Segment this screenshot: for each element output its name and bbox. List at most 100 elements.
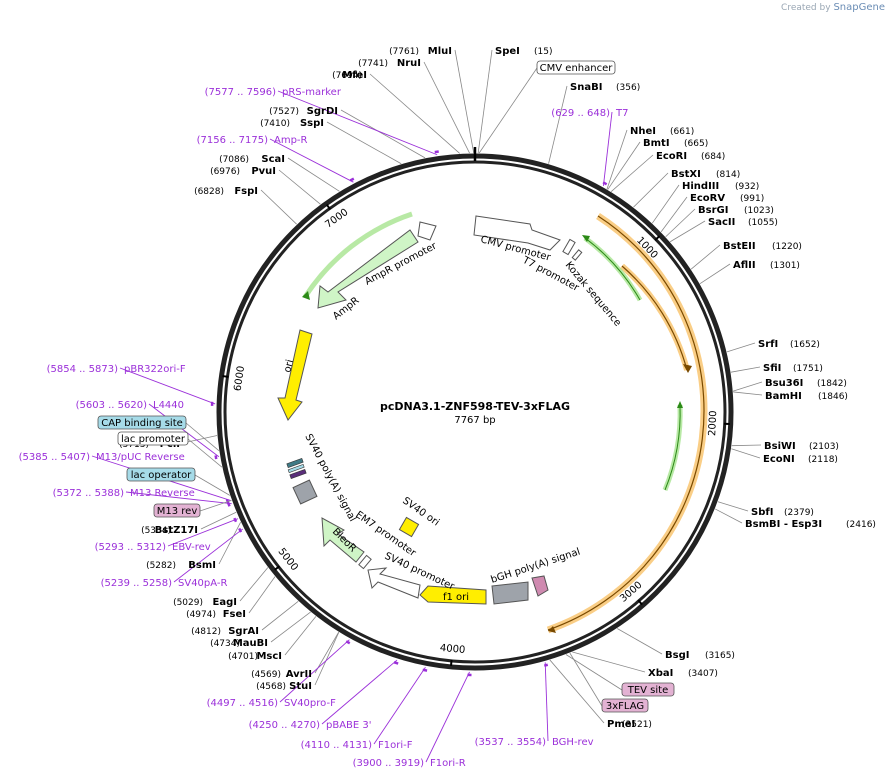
site-bamhi[interactable]: BamHI (765, 391, 802, 402)
site-fsei[interactable]: FseI (223, 609, 246, 620)
f1-ori-arrow[interactable] (419, 585, 487, 605)
site-nhei[interactable]: NheI (630, 126, 656, 137)
boxed-label-cmv-enhancer[interactable]: CMV enhancer (536, 60, 616, 75)
sv40-polya-box[interactable] (292, 479, 318, 505)
boxed-label-m13-rev[interactable]: M13 rev (153, 503, 201, 518)
ampr-promoter-arrow[interactable] (417, 221, 437, 241)
site-bmti[interactable]: BmtI (643, 138, 670, 149)
primer-binding-mark (349, 177, 355, 182)
site-avrii[interactable]: AvrII (286, 669, 312, 680)
site-scai[interactable]: ScaI (261, 154, 285, 165)
primer-sv40pa-r[interactable]: SV40pA-R (178, 578, 227, 589)
site-mlui[interactable]: MluI (428, 46, 452, 57)
site-bsiwi[interactable]: BsiWI (764, 441, 796, 452)
primer-pbr322ori-f[interactable]: pBR322ori-F (124, 364, 186, 375)
site-bstz17i[interactable]: BstZ17I (155, 525, 198, 536)
lac-feature-box-3[interactable] (289, 468, 307, 480)
orf-green-arc-2[interactable] (662, 404, 683, 491)
znf598-orf-arc-inner[interactable] (620, 263, 690, 371)
site-fspi[interactable]: FspI (234, 186, 258, 197)
boxed-label-tev-site[interactable]: TEV site (621, 682, 675, 697)
site-bsrgi[interactable]: BsrGI (698, 205, 728, 216)
primer-bgh-rev[interactable]: BGH-rev (552, 737, 594, 748)
site-ecorv[interactable]: EcoRV (690, 193, 725, 204)
primer-pbabe-3[interactable]: pBABE 3' (326, 720, 372, 731)
primer-m13-reverse[interactable]: M13 Reverse (130, 488, 195, 499)
primer-l4440[interactable]: L4440 (153, 400, 184, 411)
boxed-label-frame (126, 467, 196, 482)
site-bsmi[interactable]: BsmI (188, 560, 216, 571)
site-bstxi[interactable]: BstXI (671, 169, 701, 180)
site-leader-line (690, 244, 721, 270)
primer-leader-line (167, 518, 239, 547)
primer-position: (7156 .. 7175) (197, 135, 269, 146)
cmv-promoter-arrow[interactable] (473, 215, 561, 251)
primer-prs-marker[interactable]: pRS-marker (282, 87, 342, 98)
sv40-ori-box[interactable] (398, 516, 420, 538)
boxed-label-3xflag[interactable]: 3xFLAG (601, 698, 649, 713)
site-pvui[interactable]: PvuI (251, 166, 276, 177)
site-stui[interactable]: StuI (289, 681, 312, 692)
t7-promoter-box[interactable] (562, 238, 576, 256)
boxed-label-lac-promoter[interactable]: lac promoter (117, 431, 189, 446)
site-sgrdi[interactable]: SgrDI (307, 106, 338, 117)
site-eagi[interactable]: EagI (213, 597, 237, 608)
site-pmei[interactable]: PmeI (607, 719, 635, 730)
site-mfei[interactable]: MfeI (342, 70, 367, 81)
site-leader-line (607, 141, 641, 190)
bgh-polya-box[interactable] (491, 581, 529, 605)
boxed-label-lac-operator[interactable]: lac operator (126, 467, 196, 482)
site-bsgi[interactable]: BsgI (665, 650, 689, 661)
site-ecori[interactable]: EcoRI (656, 151, 687, 162)
site-srfi[interactable]: SrfI (758, 339, 778, 350)
site-bsmbi-esp3i[interactable]: BsmBI - Esp3I (745, 519, 822, 530)
site-position: (932) (735, 182, 759, 192)
site-xbai[interactable]: XbaI (648, 668, 673, 679)
primer-leader-line (425, 671, 470, 763)
primer-t7[interactable]: T7 (615, 108, 628, 119)
primer-m13-puc-reverse[interactable]: M13/pUC Reverse (96, 452, 185, 463)
znf598-orf-arc-inner-line (621, 265, 688, 371)
site-leader-line (699, 263, 731, 285)
site-leader-line (260, 189, 297, 225)
site-position: (814) (716, 170, 740, 180)
site-hindiii[interactable]: HindIII (682, 181, 719, 192)
site-sspi[interactable]: SspI (300, 118, 324, 129)
boxed-label-cap-binding-site[interactable]: CAP binding site (97, 415, 187, 430)
site-leader-line (218, 522, 241, 565)
lac-feature-box-1[interactable] (286, 457, 304, 469)
site-snabi[interactable]: SnaBI (570, 82, 602, 93)
site-position: (665) (684, 139, 708, 149)
bleor-arrow[interactable] (321, 517, 365, 563)
primer-ebv-rev[interactable]: EBV-rev (172, 542, 211, 553)
site-sacii[interactable]: SacII (708, 217, 735, 228)
primer-f1ori-r[interactable]: F1ori-R (430, 758, 466, 769)
site-nrui[interactable]: NruI (397, 58, 421, 69)
ring-tick-6000 (222, 375, 229, 378)
lac-feature-box-2[interactable] (287, 463, 305, 474)
site-position: (7761) (389, 47, 419, 57)
site-aflii[interactable]: AflII (733, 260, 756, 271)
primer-sv40pro-f[interactable]: SV40pro-F (284, 698, 336, 709)
primer-leader-line (544, 662, 549, 742)
site-maubi[interactable]: MauBI (233, 638, 268, 649)
site-sfii[interactable]: SfiI (763, 363, 781, 374)
site-leader-line (200, 511, 237, 530)
site-leader-line (314, 632, 340, 686)
site-bsu36i[interactable]: Bsu36I (765, 378, 803, 389)
primer-amp-r[interactable]: Amp-R (274, 135, 308, 146)
site-leader-line (731, 448, 761, 459)
ampr-arrow[interactable] (317, 229, 419, 309)
kozak-box[interactable] (571, 249, 583, 261)
bgh-pink-box[interactable] (531, 575, 549, 597)
site-sbfi[interactable]: SbfI (751, 507, 773, 518)
sv40-promoter-arrow[interactable] (367, 567, 421, 599)
site-sgrai[interactable]: SgrAI (228, 626, 259, 637)
site-bsteii[interactable]: BstEII (723, 241, 756, 252)
em7-promoter-box[interactable] (358, 554, 372, 570)
site-econi[interactable]: EcoNI (763, 454, 795, 465)
ori-arrow[interactable] (277, 329, 313, 421)
site-msci[interactable]: MscI (256, 651, 282, 662)
primer-f1ori-f[interactable]: F1ori-F (378, 740, 413, 751)
site-spei[interactable]: SpeI (495, 46, 520, 57)
